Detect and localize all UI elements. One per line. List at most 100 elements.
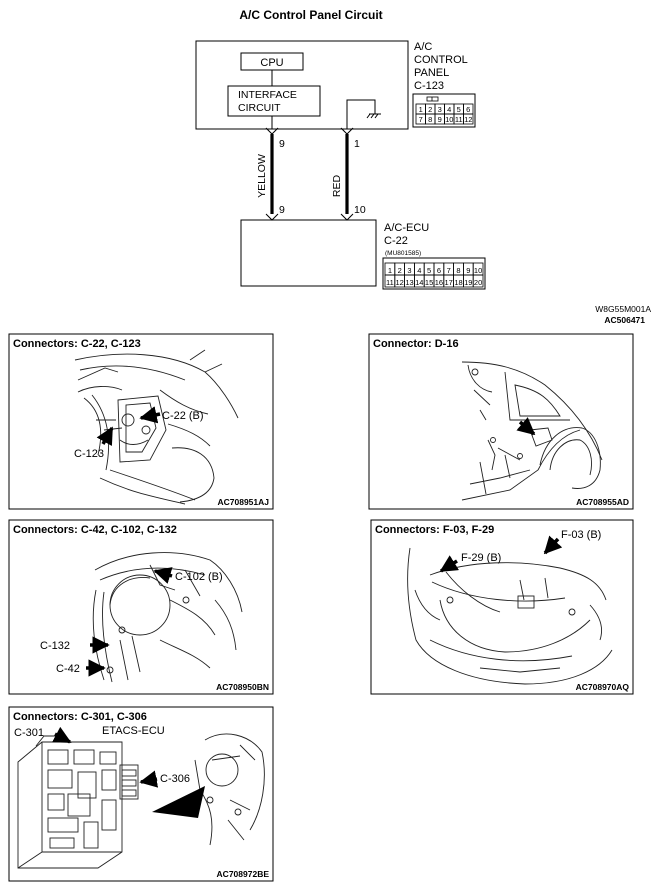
c22-pin-label: 5 [427,266,431,275]
panel-label-4: C-123 [414,80,444,92]
rear-door-sketch [461,361,603,501]
panel-c301-c306-label-1: C-301 [14,727,44,739]
panel-f03-f29: Connectors: F-03, F-29 F-03 (B) F-29 (B)… [370,519,634,695]
instrument-panel-sketch [92,552,243,683]
ac-control-panel-box [195,40,409,130]
wire-yellow-top-pin: 9 [279,138,285,150]
c123-pin-label: 1 [419,105,423,114]
interface-label-1: INTERFACE [238,89,297,101]
c22-pin-label: 11 [386,278,394,287]
panel-d16-code: AC708955AD [576,497,629,507]
cpu-label: CPU [260,57,283,69]
panel-d16-title: Connector: D-16 [373,338,459,350]
panel-label-1: A/C [414,41,432,53]
panel-c42-c102-c132-label-1: C-102 (B) [175,571,223,583]
panel-c42-c102-c132-code: AC708950BN [216,682,269,692]
c123-pin-label: 12 [464,115,472,124]
etacs-ecu-sketch [17,733,265,869]
c123-pin-label: 8 [428,115,432,124]
panel-c301-c306-title: Connectors: C-301, C-306 [13,711,147,723]
c22-pin-label: 17 [445,278,453,287]
trunk-lid-sketch [407,547,613,685]
c22-pin-label: 18 [454,278,462,287]
interface-label-2: CIRCUIT [238,102,281,114]
c22-arrow [139,406,161,424]
c306-arrow [139,770,159,788]
ref-code-2: AC506471 [604,315,645,325]
panel-c42-c102-c132-label-3: C-42 [56,663,80,675]
wire-yellow-bottom-pin: 9 [279,204,285,216]
dashboard-sketch [74,349,239,505]
c123-pin-label: 6 [466,105,470,114]
c123-pin-label: 9 [438,115,442,124]
wire-red-color: RED [331,174,343,197]
panel-c22-c123-code: AC708951AJ [217,497,269,507]
c22-pin-label: 20 [474,278,482,287]
panel-c42-c102-c132-title: Connectors: C-42, C-102, C-132 [13,524,177,536]
f29-arrow [439,555,459,573]
c22-pin-label: 13 [405,278,413,287]
panel-c22-c123-label-1: C-22 (B) [162,410,204,422]
panel-label-3: PANEL [414,67,449,79]
c22-pin-label: 15 [425,278,433,287]
c22-pin-label: 8 [456,266,460,275]
c123-pin-label: 4 [447,105,451,114]
c123-cell [463,113,474,125]
c123-pin-label: 3 [438,105,442,114]
wire-yellow-color: YELLOW [256,154,268,198]
panel-f03-f29-label-1: F-03 (B) [561,529,601,541]
panel-f03-f29-label-2: F-29 (B) [461,552,501,564]
callout-wedge [152,786,205,818]
c22-pin-label: 19 [464,278,472,287]
panel-c42-c102-c132-label-2: C-132 [40,640,70,652]
panel-c301-c306-label-3: C-306 [160,773,190,785]
f03-arrow [543,535,563,555]
ecu-label-1: A/C-ECU [384,222,429,234]
c123-pin-label: 2 [428,105,432,114]
panel-c301-c306-code: AC708972BE [217,869,270,879]
wire-red-bottom-pin: 10 [354,204,366,216]
c301-arrow [51,726,72,744]
c22-pin-label: 9 [466,266,470,275]
d16-arrow [516,417,536,436]
c22-pin-label: 2 [398,266,402,275]
panel-c301-c306-label-2: ETACS-ECU [102,725,165,737]
c22-pin-label: 10 [474,266,482,275]
c123-arrow [96,426,114,447]
panel-c22-c123-title: Connectors: C-22, C-123 [13,338,141,350]
panel-d16: Connector: D-16 AC708955AD [368,333,634,510]
ecu-label-2: C-22 [384,235,408,247]
c22-pin-label: 14 [415,278,423,287]
c123-pin-label: 10 [445,115,453,124]
c22-pin-label: 4 [417,266,421,275]
ref-code-1: W8G55M001A [595,304,651,314]
panel-f03-f29-code: AC708970AQ [576,682,630,692]
c123-pin-label: 5 [457,105,461,114]
interface-circuit-box [227,85,321,117]
c102-arrow [153,567,173,584]
c123-pin-label: 7 [419,115,423,124]
wire-red: 1 RED 10 [331,127,366,221]
c22-pin-label: 12 [396,278,404,287]
circuit: CPU INTERFACE CIRCUIT A/C CONTROL PANEL … [195,40,651,325]
panel-label-2: CONTROL [414,54,468,66]
ac-ecu-box [240,219,377,287]
wire-yellow: 9 YELLOW 9 [256,127,285,221]
panel-c22-c123-label-2: C-123 [74,448,104,460]
c22-pin-label: 7 [447,266,451,275]
c22-pin-label: 3 [407,266,411,275]
panel-c42-c102-c132: Connectors: C-42, C-102, C-132 C-102 (B)… [8,519,274,695]
c22-pin-label: 1 [388,266,392,275]
c22-pin-label: 16 [435,278,443,287]
panel-f03-f29-title: Connectors: F-03, F-29 [375,524,494,536]
panel-c301-c306: Connectors: C-301, C-306 C-301 ETACS-ECU… [8,706,274,882]
c123-pin-label: 11 [455,115,463,124]
diagram-title: A/C Control Panel Circuit [239,8,382,22]
wire-red-top-pin: 1 [354,138,360,150]
c22-pin-label: 6 [437,266,441,275]
panel-c22-c123: Connectors: C-22, C-123 C-22 (B) C-123 A… [8,333,274,510]
ecu-label-3: (MU801585) [385,250,421,257]
